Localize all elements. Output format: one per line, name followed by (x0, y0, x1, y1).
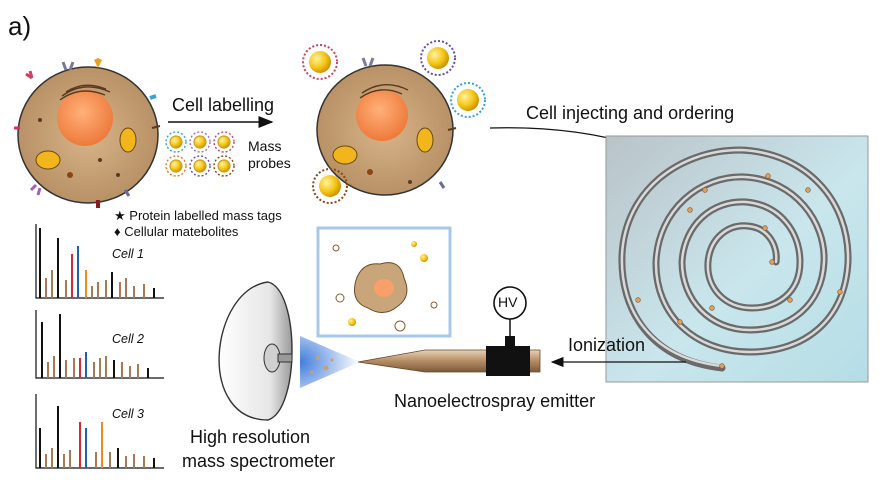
cell-labelling-label: Cell labelling (172, 95, 275, 115)
spectrum-2-label: Cell 2 (112, 332, 144, 346)
hv-label: HV (498, 294, 518, 310)
legend-protein-text: Protein labelled mass tags (129, 208, 282, 223)
spray-droplets (310, 356, 334, 374)
ionization-label: Ionization (568, 335, 646, 355)
ms-label-line2: mass spectrometer (182, 451, 336, 471)
diamond-icon: ♦ (114, 224, 121, 239)
legend-metabolites: ♦ Cellular matebolites (114, 224, 239, 239)
legend-metabolites-text: Cellular matebolites (124, 224, 239, 239)
cell-injecting-label: Cell injecting and ordering (526, 103, 735, 123)
spray-plume (300, 336, 360, 388)
legend-protein: ★ Protein labelled mass tags (114, 208, 282, 223)
ms-label-line1: High resolution (190, 427, 311, 447)
panel-label: a) (8, 11, 32, 41)
mass-probes-icon (165, 131, 235, 177)
ionized-cell-inset (316, 226, 452, 338)
emitter-label: Nanoelectrospray emitter (394, 391, 596, 411)
hv-power-supply-icon (493, 286, 527, 320)
spectrum-3-label: Cell 3 (112, 407, 144, 421)
star-icon: ★ (114, 208, 126, 223)
spectrum-3-axis (35, 394, 164, 469)
mass-probes-label-line2: probes (248, 155, 291, 171)
spectrum-1-label: Cell 1 (112, 247, 144, 261)
labelled-cell (302, 40, 486, 204)
nanoelectrospray-emitter (357, 318, 541, 376)
mass-spectrometer-icon (218, 281, 293, 421)
spiral-chamber (605, 135, 869, 383)
spectrum-1-axis (35, 224, 164, 299)
spectra-group (35, 224, 164, 469)
unlabelled-cell (14, 58, 161, 208)
mass-probes-label-line1: Mass (248, 138, 282, 154)
